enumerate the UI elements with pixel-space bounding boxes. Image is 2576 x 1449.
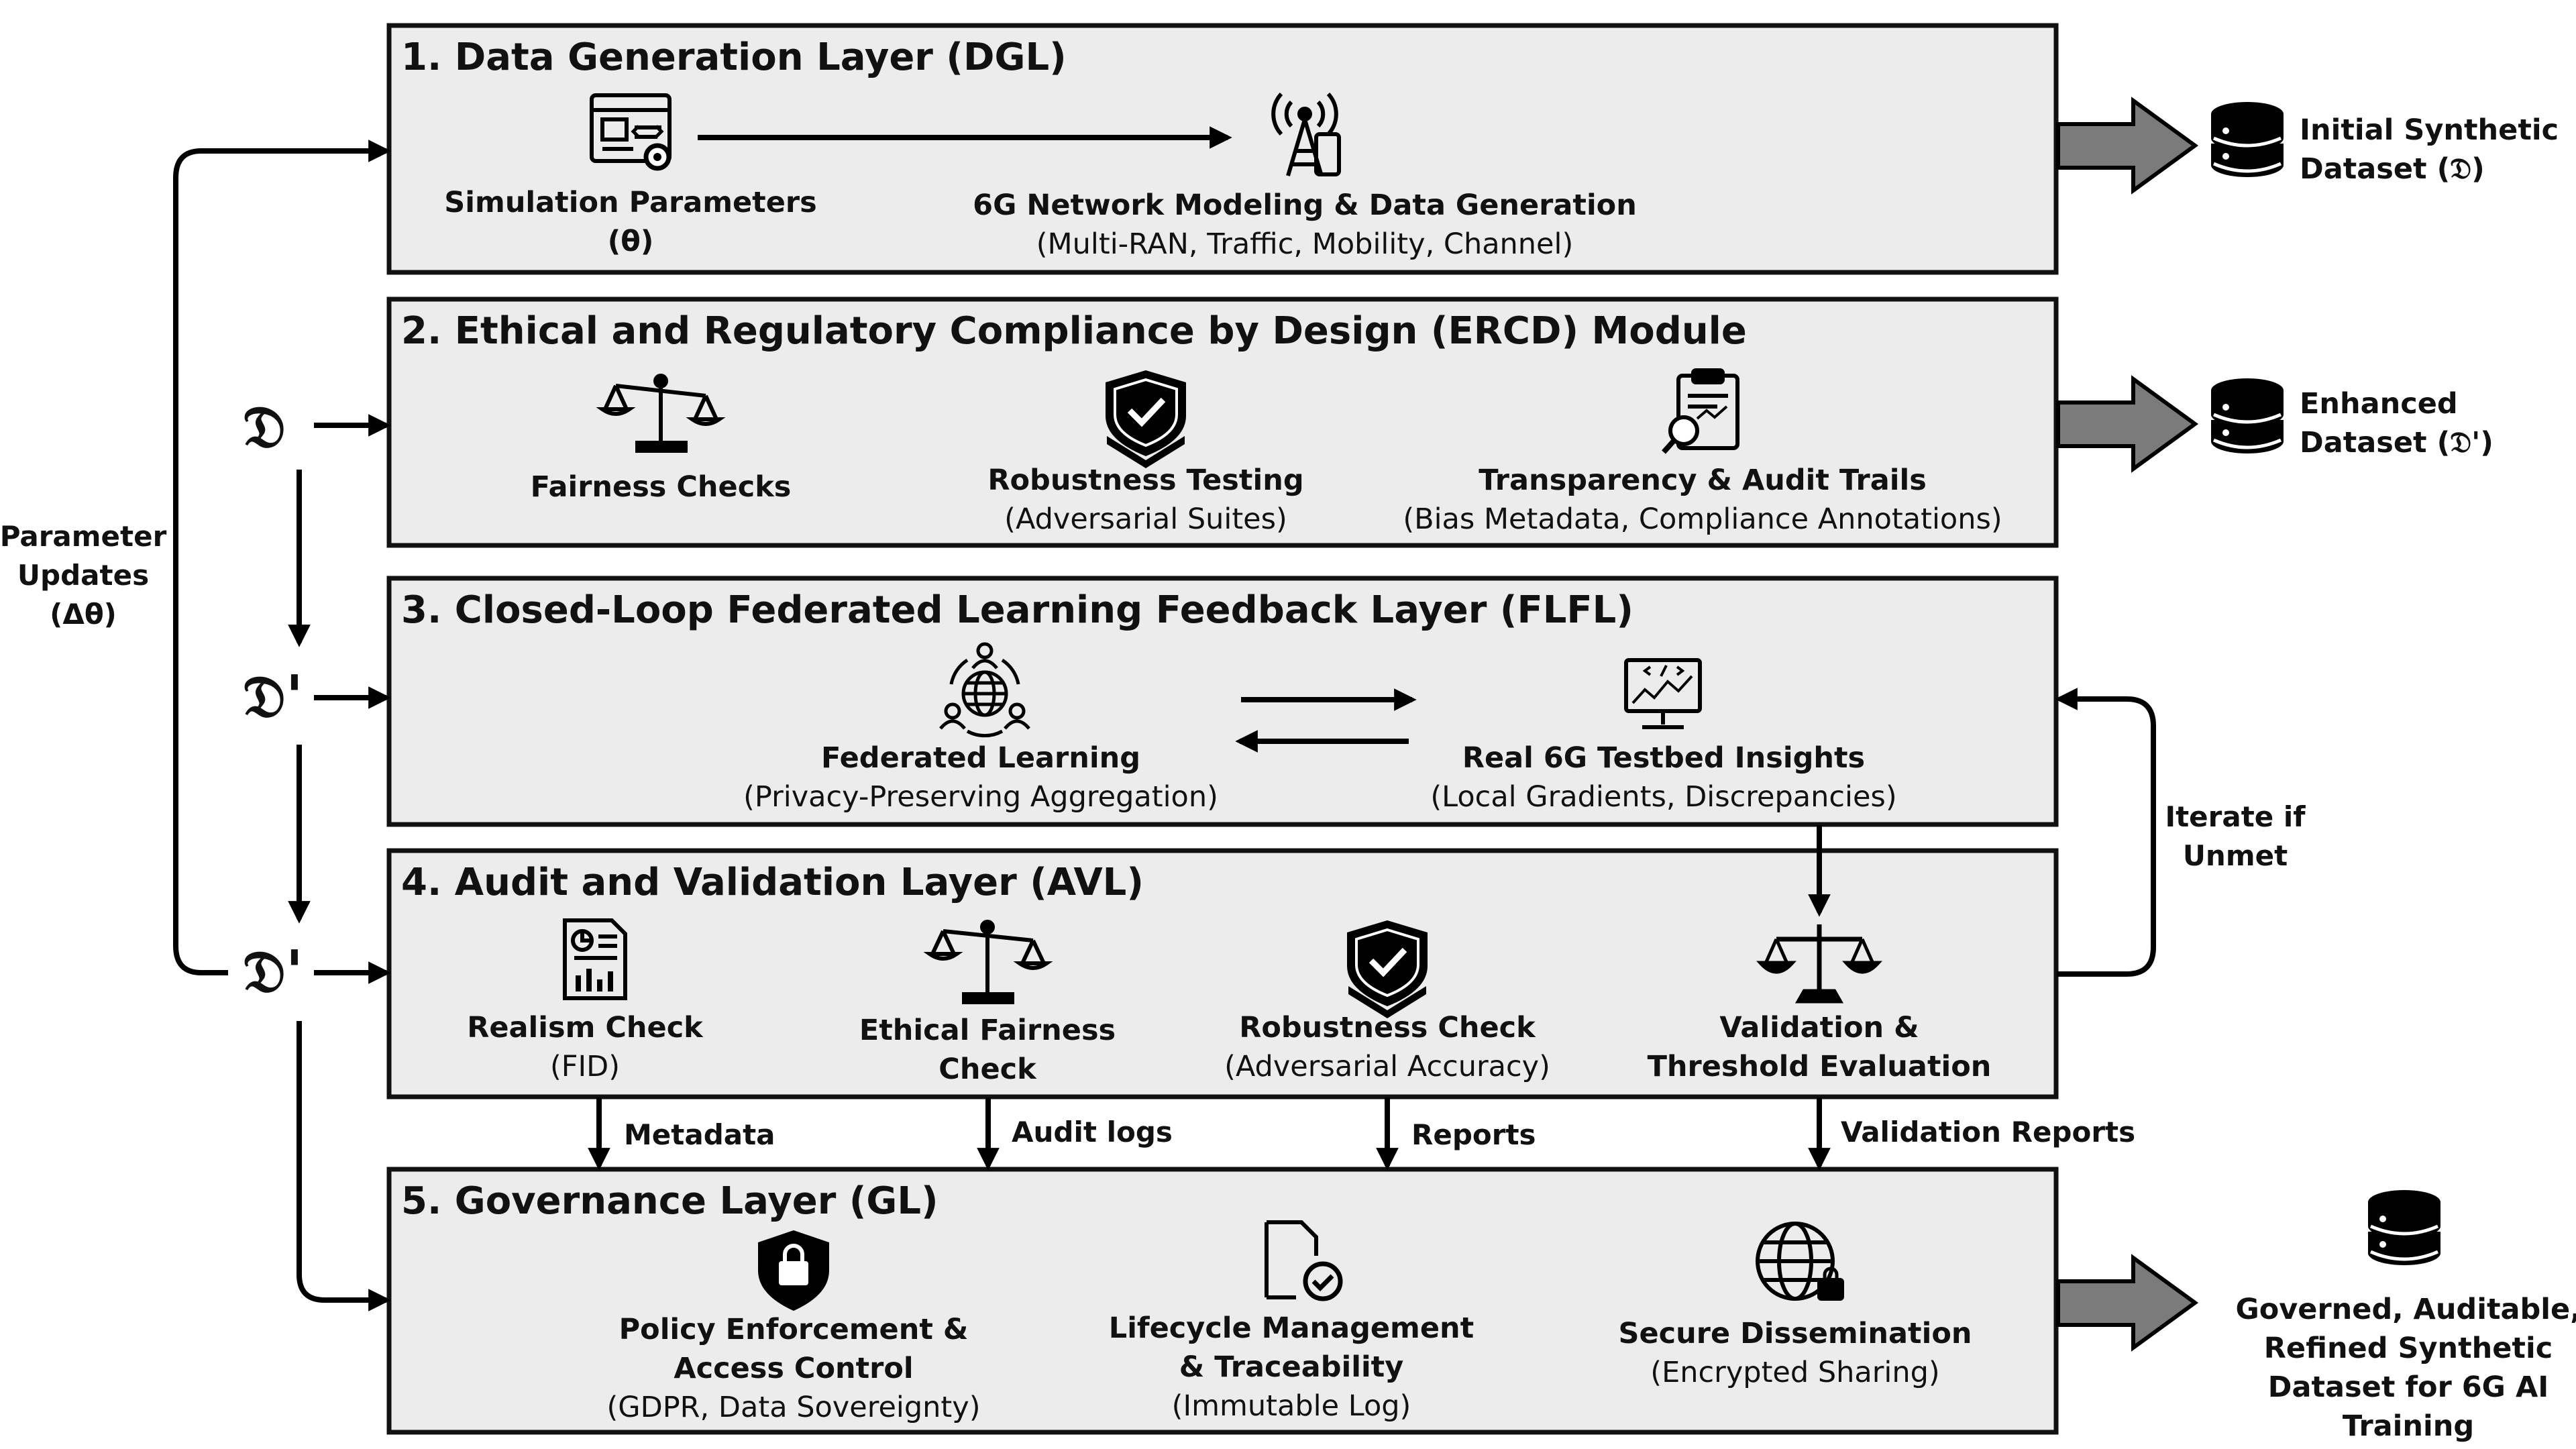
settings-window-icon xyxy=(590,93,672,171)
federated-globe-icon xyxy=(939,642,1030,738)
output-arrow-1 xyxy=(2056,97,2199,195)
report-document-icon xyxy=(563,918,627,1000)
output-3-label: Governed, Auditable, xyxy=(2235,1293,2576,1326)
layer-5-title: 5. Governance Layer (GL) xyxy=(401,1179,938,1223)
layer-1-title: 1. Data Generation Layer (DGL) xyxy=(401,36,1067,79)
output-1-label-2: Dataset (𝔇) xyxy=(2300,152,2485,186)
layer-box-avl xyxy=(386,848,2059,1099)
ethical-fairness-label-2: Check xyxy=(938,1053,1036,1086)
testbed-insights-sub: (Local Gradients, Discrepancies) xyxy=(1430,780,1897,814)
output-2-label-2: Dataset (𝔇') xyxy=(2300,426,2493,460)
federated-learning-sub: (Privacy-Preserving Aggregation) xyxy=(743,780,1218,814)
layer-box-ercd xyxy=(386,297,2059,548)
layer-box-gl xyxy=(386,1167,2059,1435)
shield-check-icon xyxy=(1106,370,1186,468)
metadata-label: Metadata xyxy=(624,1118,775,1151)
iterate-label: Iterate if xyxy=(2165,800,2306,833)
simulation-parameters-label: Simulation Parameters xyxy=(444,186,817,219)
output-arrow-5 xyxy=(2056,1254,2199,1352)
clipboard-audit-icon xyxy=(1662,368,1739,454)
secure-dissemination-sub: (Encrypted Sharing) xyxy=(1650,1356,1940,1389)
database-icon xyxy=(2368,1190,2440,1265)
monitor-chart-icon xyxy=(1624,658,1702,729)
cell-tower-icon xyxy=(1271,92,1341,176)
shield-check-icon xyxy=(1347,920,1428,1018)
transparency-label: Transparency & Audit Trails xyxy=(1479,464,1927,497)
lifecycle-label-2: & Traceability xyxy=(1179,1350,1404,1384)
output-arrow-2 xyxy=(2056,375,2199,473)
globe-lock-icon xyxy=(1756,1222,1844,1301)
iterate-label-2: Unmet xyxy=(2182,839,2288,872)
robustness-check-label: Robustness Check xyxy=(1239,1011,1536,1044)
layer-4-title: 4. Audit and Validation Layer (AVL) xyxy=(401,861,1144,904)
lifecycle-label: Lifecycle Management xyxy=(1108,1311,1474,1345)
realism-check-label: Realism Check xyxy=(467,1011,703,1044)
dataset-d-prime-symbol-2: 𝔇' xyxy=(243,938,304,1006)
lifecycle-sub: (Immutable Log) xyxy=(1171,1389,1411,1423)
shield-lock-icon xyxy=(758,1230,829,1311)
policy-enforcement-sub: (GDPR, Data Sovereignty) xyxy=(606,1391,981,1424)
output-3-label-3: Dataset for 6G AI xyxy=(2267,1371,2549,1404)
database-icon xyxy=(2211,378,2284,453)
document-check-icon xyxy=(1265,1220,1343,1301)
layer-2-title: 2. Ethical and Regulatory Compliance by … xyxy=(401,309,1747,353)
scale-icon xyxy=(596,374,726,453)
simulation-parameters-sub: (θ) xyxy=(607,225,654,258)
network-modeling-sub: (Multi-RAN, Traffic, Mobility, Channel) xyxy=(1036,227,1574,261)
testbed-insights-label: Real 6G Testbed Insights xyxy=(1462,741,1866,775)
audit-logs-label: Audit logs xyxy=(1012,1116,1173,1148)
parameter-update-loop xyxy=(173,140,391,975)
federated-learning-label: Federated Learning xyxy=(821,741,1140,775)
transparency-sub: (Bias Metadata, Compliance Annotations) xyxy=(1403,502,2002,536)
validation-label-2: Threshold Evaluation xyxy=(1647,1050,1992,1083)
output-2-label: Enhanced xyxy=(2300,387,2458,421)
parameter-updates-label-3: (Δθ) xyxy=(50,598,117,631)
realism-check-sub: (FID) xyxy=(549,1050,621,1083)
validation-label: Validation & xyxy=(1719,1011,1919,1044)
scale-icon xyxy=(923,920,1053,1004)
policy-enforcement-label-2: Access Control xyxy=(674,1352,914,1385)
layer-3-title: 3. Closed-Loop Federated Learning Feedba… xyxy=(401,588,1633,632)
output-3-label-4: Training xyxy=(2342,1409,2475,1443)
reports-label: Reports xyxy=(1411,1118,1536,1151)
robustness-testing-sub: (Adversarial Suites) xyxy=(1004,502,1287,536)
output-1-label: Initial Synthetic xyxy=(2300,113,2559,147)
output-3-label-2: Refined Synthetic xyxy=(2263,1332,2553,1365)
robustness-testing-label: Robustness Testing xyxy=(987,464,1304,497)
secure-dissemination-label: Secure Dissemination xyxy=(1618,1317,1972,1350)
validation-reports-label: Validation Reports xyxy=(1841,1116,2136,1148)
database-icon xyxy=(2211,102,2284,177)
ethical-fairness-label: Ethical Fairness xyxy=(859,1014,1116,1047)
iterate-loop xyxy=(2055,688,2156,977)
parameter-updates-label-2: Updates xyxy=(17,559,150,592)
fairness-checks-label: Fairness Checks xyxy=(530,470,792,504)
balance-scale-icon xyxy=(1756,924,1882,1004)
policy-enforcement-label: Policy Enforcement & xyxy=(619,1313,969,1346)
layer-box-flfl xyxy=(386,576,2059,827)
parameter-updates-label: Parameter xyxy=(0,520,167,553)
network-modeling-label: 6G Network Modeling & Data Generation xyxy=(973,189,1637,222)
dataset-d-symbol: 𝔇 xyxy=(243,393,286,461)
robustness-check-sub: (Adversarial Accuracy) xyxy=(1224,1050,1550,1083)
dataset-d-prime-symbol: 𝔇' xyxy=(243,663,304,731)
d-down-to-gl xyxy=(297,1021,391,1311)
